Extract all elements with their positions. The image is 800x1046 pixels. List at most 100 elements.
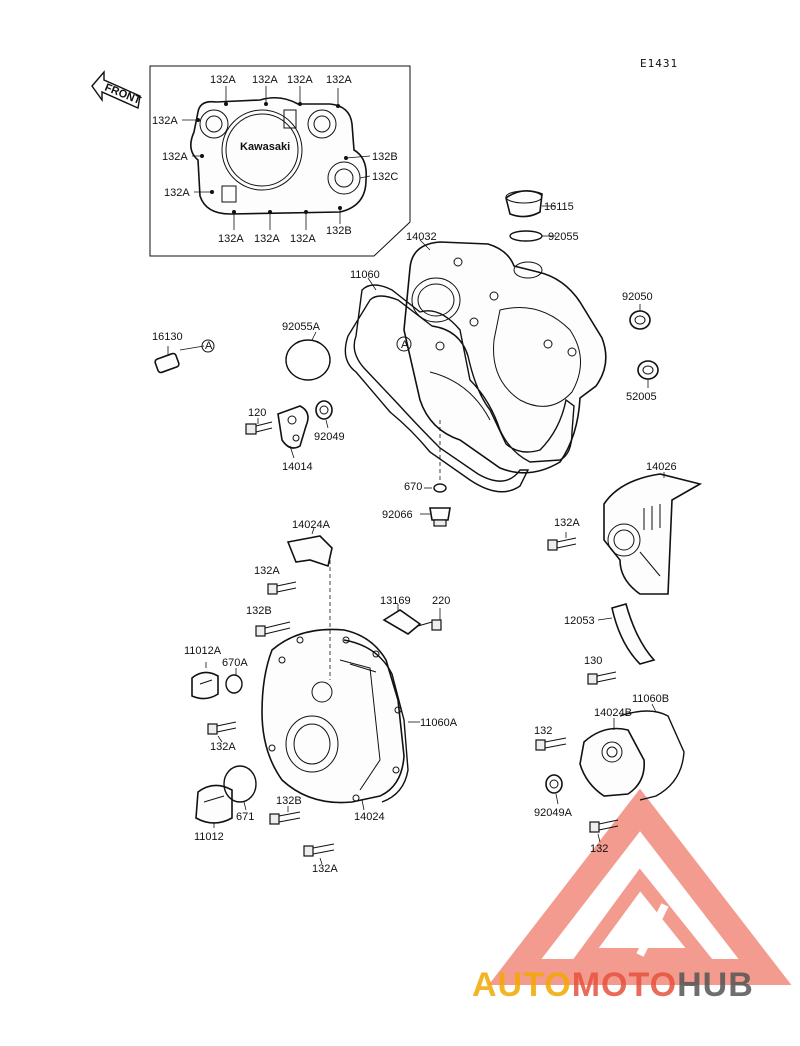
watermark-moto: MOTO [572, 966, 677, 1004]
label-92049A: 92049A [534, 807, 573, 819]
label-92055A: 92055A [282, 321, 321, 333]
label-132C: 132C [372, 171, 398, 183]
label-132B: 132B [326, 225, 352, 237]
label-132A: 132A [254, 233, 280, 245]
label-11012: 11012 [194, 831, 224, 843]
label-132A: 132A [254, 565, 280, 577]
label-670A: 670A [222, 657, 248, 669]
bolt-120 [245, 418, 273, 435]
label-132B: 132B [246, 605, 272, 617]
label-132A: 132A [554, 517, 580, 529]
label-132A: 132A [210, 741, 236, 753]
bracket-13169 [382, 604, 422, 635]
label-132A: 132A [287, 74, 313, 86]
marker-a: A [401, 339, 409, 351]
seal-92049A [545, 774, 563, 805]
label-670: 670 [404, 481, 422, 493]
label-14024B: 14024B [594, 707, 632, 719]
cover-14024B [579, 718, 645, 797]
bolt-132A [207, 721, 237, 743]
oil-filler-cap [505, 190, 556, 218]
plate-14014 [277, 405, 309, 459]
guide-12053 [597, 603, 656, 665]
left-engine-cover-14024 [261, 628, 405, 804]
label-16130: 16130 [152, 331, 183, 343]
cap-11012 [195, 784, 233, 828]
o-ring-671 [223, 765, 257, 803]
label-132A: 132A [252, 74, 278, 86]
o-ring-92055 [509, 230, 543, 242]
label-132A: 132A [162, 151, 188, 163]
diagram-code: E1431 [640, 57, 678, 70]
label-11060B: 11060B [632, 693, 669, 705]
label-14032: 14032 [406, 231, 437, 243]
bolt-130 [587, 671, 617, 685]
watermark-hub: HUB [677, 966, 754, 1004]
label-11060: 11060 [350, 269, 380, 281]
seal-92049 [315, 400, 333, 429]
bolt-132 [589, 819, 619, 843]
cover-marker-a: A [396, 336, 412, 352]
label-11060A: 11060A [420, 717, 458, 729]
bolt-132 [535, 737, 567, 751]
label-92066: 92066 [382, 509, 413, 521]
label-132A: 132A [312, 863, 338, 875]
watermark-text: AUTOMOTOHUB [472, 966, 754, 1004]
bolt-132A [303, 843, 335, 865]
label-92055: 92055 [548, 231, 579, 243]
gasket-11060A [343, 639, 409, 803]
label-132A: 132A [218, 233, 244, 245]
watermark-auto: AUTO [472, 966, 572, 1004]
front-arrow: FRONT [91, 70, 143, 110]
kawasaki-logo: Kawasaki [240, 141, 290, 153]
drain-plug-92066 [429, 507, 451, 527]
gasket-11060B [619, 710, 685, 801]
label-92050: 92050 [622, 291, 653, 303]
label-120: 120 [248, 407, 266, 419]
label-132A: 132A [290, 233, 316, 245]
label-132: 132 [590, 843, 608, 855]
bolt-132A [267, 581, 297, 595]
label-132B: 132B [276, 795, 302, 807]
sprocket-cover-14026 [603, 472, 703, 595]
bolt-132B [255, 621, 291, 637]
right-engine-cover-14032 [403, 239, 607, 474]
bolt-132B [269, 806, 301, 825]
label-132B: 132B [372, 151, 398, 163]
front-label: FRONT [103, 82, 143, 107]
part-16130: A [154, 339, 215, 374]
oil-seal-52005 [637, 360, 659, 388]
label-130: 130 [584, 655, 602, 667]
watermark-logo [488, 788, 792, 985]
oil-seal-92050 [629, 304, 651, 330]
label-132A: 132A [164, 187, 190, 199]
bolt-132A [547, 532, 577, 551]
label-12053: 12053 [564, 615, 595, 627]
label-220: 220 [432, 595, 450, 607]
label-14024: 14024 [354, 811, 385, 823]
label-14014: 14014 [282, 461, 313, 473]
label-52005: 52005 [626, 391, 657, 403]
label-132A: 132A [326, 74, 352, 86]
o-ring-670 [433, 483, 447, 493]
label-14026: 14026 [646, 461, 677, 473]
label-132A: 132A [210, 74, 236, 86]
svg-text:AUTOMOTOHUB: AUTOMOTOHUB [472, 966, 754, 1004]
inset-crankcase-view: Kawasaki [149, 65, 411, 257]
bolt-220 [417, 608, 442, 631]
o-ring-670A [225, 674, 243, 694]
cover-14024A [286, 527, 333, 680]
label-132: 132 [534, 725, 552, 737]
label-671: 671 [236, 811, 254, 823]
marker-a: A [205, 340, 213, 352]
label-14024A: 14024A [292, 519, 331, 531]
label-11012A: 11012A [184, 645, 222, 657]
label-132A: 132A [152, 115, 178, 127]
gasket-11060 [344, 284, 575, 493]
o-ring-92055A [285, 339, 331, 381]
label-16115: 16115 [544, 201, 574, 213]
label-92049: 92049 [314, 431, 345, 443]
label-13169: 13169 [380, 595, 411, 607]
cap-11012A [191, 662, 219, 700]
